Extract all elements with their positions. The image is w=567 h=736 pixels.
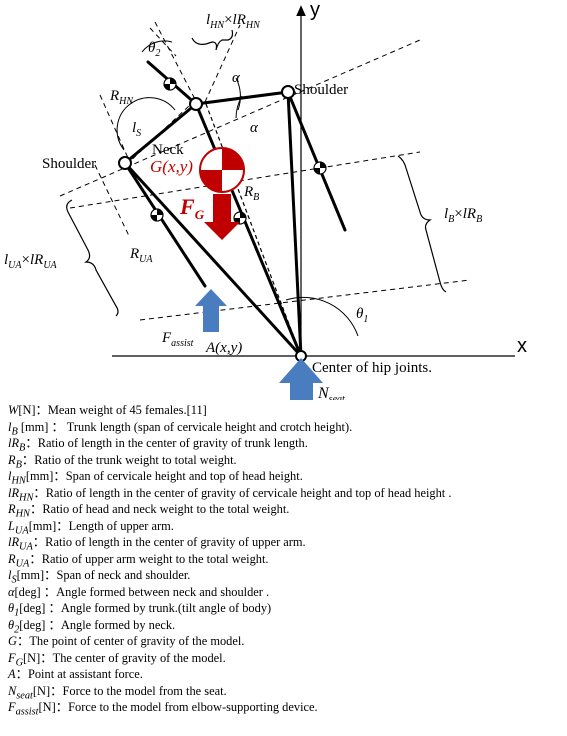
g-point-label: G(x,y) — [150, 157, 193, 176]
theta2-arc — [141, 40, 173, 53]
cog-marker-head — [163, 77, 177, 91]
symbol-legend: W[N]：Mean weight of 45 females.[11] lB [… — [8, 402, 563, 718]
neck-joint — [189, 97, 203, 111]
ls-label: lS — [132, 120, 141, 139]
stick-figure — [123, 60, 347, 358]
theta1-label: θ1 — [356, 306, 368, 325]
trunk-center-line — [205, 103, 302, 357]
cog-marker-trunk — [233, 211, 247, 225]
alpha-lower-arc — [235, 95, 243, 119]
legend-row: lHN[mm]：Span of cervicale height and top… — [8, 469, 303, 487]
legend-row: RHN：Ratio of head and neck weight to the… — [8, 502, 290, 520]
alpha-lower-label: α — [250, 120, 259, 136]
fg-label: FG — [179, 194, 205, 222]
model-cog-marker — [199, 147, 245, 193]
legend-row: W[N]：Mean weight of 45 females.[11] — [8, 403, 207, 417]
alpha-upper-label: α — [232, 70, 241, 86]
ls-arc — [116, 97, 176, 151]
brace-lua — [66, 199, 119, 317]
legend-row: lRUA：Ratio of length in the center of gr… — [8, 535, 306, 553]
legend-row: LUA[mm]：Length of upper arm. — [8, 518, 174, 536]
legend-row: A：Point at assistant force. — [8, 667, 143, 681]
legend-row: lS[mm]：Span of neck and shoulder. — [8, 568, 191, 586]
cog-marker-left-arm — [150, 208, 164, 222]
legend-row: G：The point of center of gravity of the … — [8, 634, 245, 648]
dashed-guides — [59, 21, 471, 321]
brace-lhn — [191, 29, 234, 51]
nseat-arrow — [279, 358, 323, 400]
legend-row: lB [mm] ： Trunk length (span of cervical… — [8, 419, 353, 437]
shoulder-right-label: Shoulder — [294, 82, 348, 98]
lb-label: lB×lRB — [444, 206, 482, 225]
lua-label: lUA×lRUA — [4, 252, 58, 271]
legend-row: RUA：Ratio of upper arm weight to the tot… — [8, 551, 269, 569]
y-axis-label: y — [310, 0, 320, 21]
legend-row: RB：Ratio of the trunk weight to total we… — [8, 452, 237, 470]
rb-label: RB — [243, 184, 259, 203]
hip-label: Center of hip joints. — [312, 360, 432, 376]
fg-arrow — [204, 194, 240, 240]
theta2-label: θ2 — [148, 40, 160, 59]
legend-row: θ1[deg] ：Angle formed by trunk.(tilt ang… — [8, 601, 272, 619]
cog-marker-right-arm — [313, 161, 327, 175]
brace-lb — [397, 155, 447, 293]
shoulder-right-joint — [281, 85, 295, 99]
x-axis-label: x — [517, 335, 527, 357]
nseat-label: Nseat — [317, 385, 345, 400]
legend-row: lRHN：Ratio of length in the center of gr… — [8, 485, 452, 503]
a-point-label: A(x,y) — [205, 340, 242, 356]
neck-label: Neck — [152, 142, 184, 158]
fassist-label: Fassist — [161, 330, 194, 349]
rua-label: RUA — [129, 246, 153, 265]
alpha-upper-arc — [235, 77, 241, 111]
lhn-label: lHN×lRHN — [206, 12, 261, 31]
legend-row: θ2[deg] ：Angle formed by neck. — [8, 617, 176, 635]
legend-row: Fassist[N]：Force to the model from elbow… — [8, 700, 318, 718]
legend-row: FG[N]：The center of gravity of the model… — [8, 650, 226, 668]
theta1-arc — [285, 296, 359, 337]
legend-row: lRB：Ratio of length in the center of gra… — [8, 436, 308, 454]
rhn-label: RHN — [109, 88, 134, 107]
body-model-diagram: x y — [4, 0, 527, 400]
legend-row: Nseat[N]：Force to the model from the sea… — [8, 683, 227, 701]
shoulder-left-label: Shoulder — [42, 156, 96, 172]
shoulder-left-joint — [118, 156, 132, 170]
fassist-arrow — [195, 289, 227, 332]
legend-row: α[deg] ：Angle formed between neck and sh… — [8, 584, 270, 599]
